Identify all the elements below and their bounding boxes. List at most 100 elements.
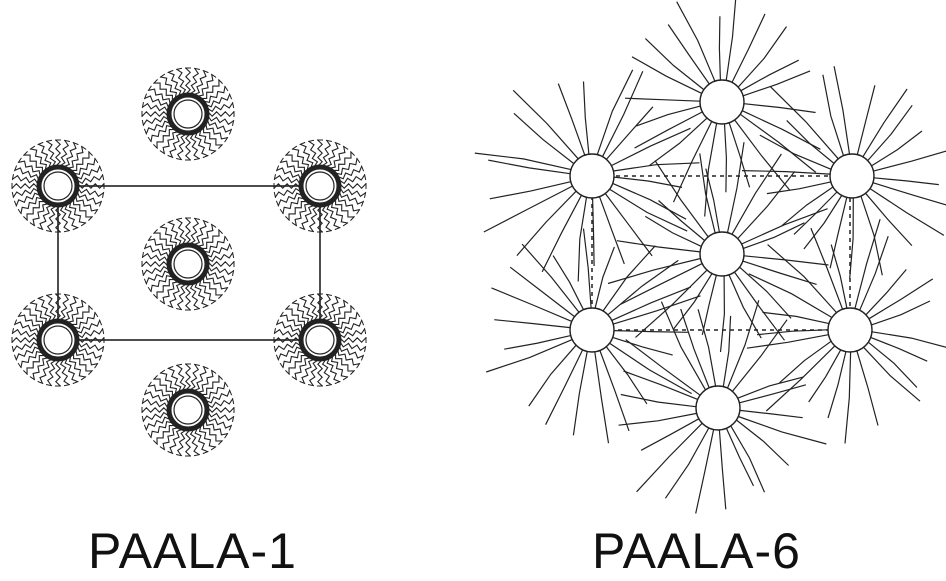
brush-chain bbox=[77, 187, 104, 198]
brush-chain bbox=[18, 314, 41, 331]
brush-chain bbox=[308, 205, 319, 232]
brush-chain bbox=[276, 321, 302, 335]
chain-end bbox=[94, 362, 99, 369]
brush-chain bbox=[301, 204, 315, 230]
brush-chain bbox=[39, 204, 53, 230]
star-chain bbox=[509, 266, 575, 318]
chain-end bbox=[176, 158, 183, 161]
brush-chain bbox=[162, 281, 179, 304]
brush-chain bbox=[207, 407, 235, 413]
chain-end bbox=[80, 222, 87, 227]
star-chain bbox=[869, 188, 945, 236]
star-chain bbox=[697, 309, 717, 387]
star-chain bbox=[609, 342, 692, 395]
star-chain bbox=[605, 346, 648, 405]
chain-end bbox=[224, 381, 229, 388]
brush-chain bbox=[332, 151, 352, 171]
chain-end bbox=[350, 151, 355, 156]
brush-chain bbox=[200, 79, 220, 99]
chain-end bbox=[153, 294, 158, 299]
star-chain bbox=[766, 181, 831, 195]
chain-end bbox=[279, 157, 284, 164]
chain-end bbox=[176, 308, 183, 311]
star-chain bbox=[728, 122, 751, 188]
star-chain bbox=[769, 85, 839, 160]
chain-end bbox=[202, 69, 209, 74]
star-chain bbox=[743, 222, 805, 249]
chain-end bbox=[308, 139, 315, 142]
brush-chain bbox=[203, 422, 223, 442]
brush-chain bbox=[185, 283, 191, 311]
brush-chain bbox=[67, 146, 84, 169]
brush-chain bbox=[203, 86, 226, 104]
star-chain bbox=[673, 273, 713, 330]
brush-chain bbox=[142, 115, 170, 126]
brush-chain bbox=[148, 88, 171, 105]
chain-end bbox=[88, 370, 93, 375]
star-chain bbox=[872, 182, 946, 206]
brush-chain bbox=[15, 346, 41, 360]
chain-end bbox=[360, 165, 365, 172]
brush-chain bbox=[335, 312, 358, 330]
chain-end bbox=[13, 319, 18, 326]
chain-end bbox=[94, 157, 99, 164]
brush-chain bbox=[162, 131, 179, 154]
chain-end bbox=[360, 354, 365, 361]
chain-end bbox=[153, 375, 158, 380]
star-chain bbox=[667, 24, 710, 85]
brush-chain bbox=[193, 366, 207, 392]
chain-end bbox=[147, 381, 152, 388]
brush-chain bbox=[77, 183, 105, 189]
chain-end bbox=[17, 157, 22, 164]
brush-chain bbox=[156, 279, 176, 299]
brush-chain bbox=[329, 300, 346, 323]
star-chain bbox=[660, 301, 707, 391]
star-chain bbox=[513, 112, 575, 165]
brush-chain bbox=[59, 204, 70, 232]
brush-chain bbox=[38, 143, 52, 169]
brush-chain bbox=[337, 195, 360, 212]
star-chain bbox=[582, 81, 590, 155]
chain-end bbox=[291, 376, 298, 381]
brush-chain bbox=[18, 160, 41, 177]
chain-end bbox=[325, 384, 332, 387]
star-chain bbox=[739, 266, 792, 319]
brush-chain bbox=[160, 76, 178, 99]
chain-end bbox=[141, 269, 144, 276]
star-chain bbox=[865, 192, 913, 247]
brush-chain bbox=[198, 425, 216, 448]
star-chain bbox=[594, 351, 610, 444]
micelle-core-inner bbox=[305, 325, 335, 355]
chain-end bbox=[102, 345, 105, 352]
brush-chain bbox=[300, 297, 314, 323]
brush-chain bbox=[30, 148, 48, 171]
star-chain bbox=[746, 334, 829, 349]
chain-end bbox=[153, 79, 158, 84]
brush-chain bbox=[207, 261, 235, 267]
brush-chain bbox=[207, 115, 234, 126]
brush-chain bbox=[73, 198, 93, 218]
star-chain bbox=[488, 159, 571, 175]
star-chain bbox=[734, 119, 791, 191]
chain-end bbox=[11, 174, 14, 181]
star-chain bbox=[731, 153, 782, 235]
brush-chain bbox=[206, 269, 232, 283]
star-chain bbox=[767, 244, 838, 314]
chain-end bbox=[285, 370, 290, 375]
chain-end bbox=[356, 157, 361, 164]
star-chain bbox=[859, 236, 889, 311]
chain-end bbox=[46, 384, 53, 387]
micelle-core bbox=[699, 231, 745, 277]
chain-end bbox=[159, 223, 166, 228]
brush-chain bbox=[76, 174, 104, 185]
star-chain bbox=[762, 311, 830, 325]
chain-end bbox=[159, 150, 166, 155]
chain-end bbox=[356, 311, 361, 318]
brush-chain bbox=[282, 350, 305, 368]
star-chain bbox=[618, 412, 697, 426]
chain-end bbox=[193, 363, 200, 366]
brush-chain bbox=[203, 126, 223, 146]
star-chain bbox=[730, 425, 766, 493]
star-chain bbox=[863, 346, 921, 402]
brush-chain bbox=[274, 328, 301, 339]
